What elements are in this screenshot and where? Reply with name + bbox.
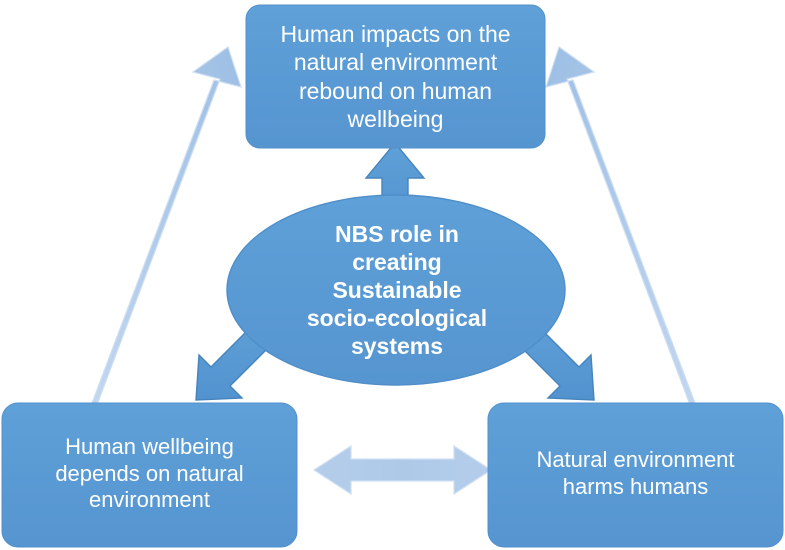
- node-top-box: [245, 4, 546, 149]
- node-center-ellipse: [226, 194, 566, 386]
- node-bottom-left-box: [1, 402, 298, 548]
- connector-bottom-left-to-bottom-right: [312, 444, 493, 496]
- node-bottom-right-box: [487, 402, 784, 548]
